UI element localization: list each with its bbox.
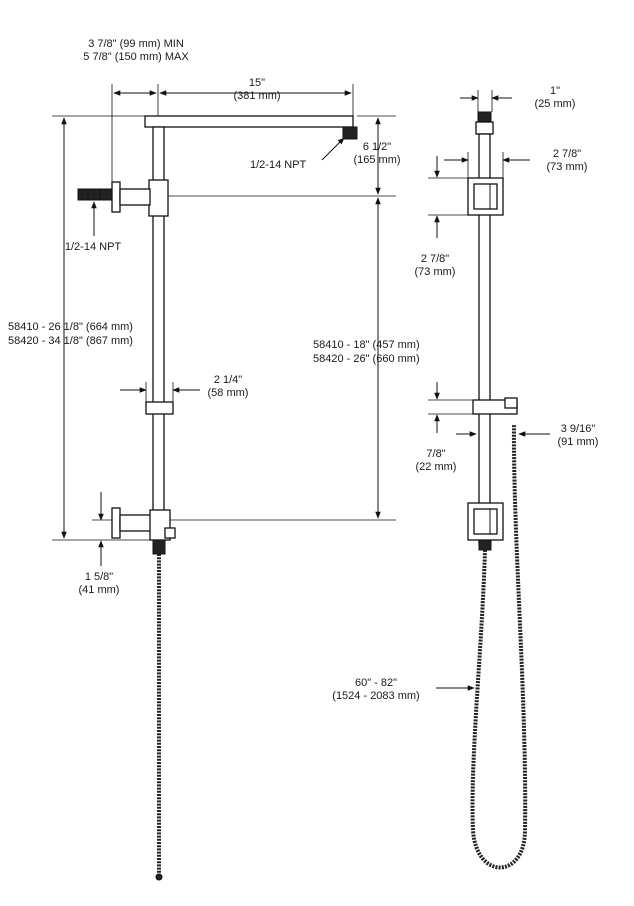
- side-lower-bracket-inner: [473, 508, 498, 535]
- hose-length-mm-label: (1524 - 2083 mm): [332, 690, 419, 702]
- drop-in-label: 6 1/2": [363, 141, 391, 153]
- holder-projection-in-label: 3 9/16": [561, 423, 596, 435]
- shower-arm: [144, 115, 354, 128]
- side-upper-bracket-inner: [473, 183, 498, 210]
- side-pipe-cap: [477, 111, 492, 123]
- upper-tee: [148, 179, 169, 217]
- side-pipe-collar: [475, 121, 494, 135]
- slider-width-in-label: 2 1/4": [214, 374, 242, 386]
- overall-height-58420-label: 58420 - 34 1/8" (867 mm): [8, 335, 133, 347]
- arm-offset-max-label: 5 7/8" (150 mm) MAX: [83, 51, 189, 63]
- slider-width-mm-label: (58 mm): [208, 387, 249, 399]
- holder-height-in-label: 7/8": [426, 448, 445, 460]
- holder-projection-mm-label: (91 mm): [558, 436, 599, 448]
- threaded-inlet: [77, 188, 113, 201]
- side-hose-nut: [478, 539, 492, 551]
- arm-offset-min-label: 3 7/8" (99 mm) MIN: [88, 38, 184, 50]
- bottom-offset-mm-label: (41 mm): [79, 584, 120, 596]
- side-holder-tip: [504, 397, 518, 409]
- arm-length-in-label: 15": [249, 77, 265, 89]
- showerhead-connector: [342, 126, 358, 140]
- arm-length-mm-label: (381 mm): [233, 90, 280, 102]
- diverter-outlet: [164, 527, 176, 539]
- holder-height-mm-label: (22 mm): [416, 461, 457, 473]
- drop-mm-label: (165 mm): [353, 154, 400, 166]
- pipe-dia-mm-label: (25 mm): [535, 98, 576, 110]
- bracket-width-in-label: 2 7/8": [553, 148, 581, 160]
- npt-top-label: 1/2-14 NPT: [250, 159, 307, 171]
- center-distance-58410-label: 58410 - 18" (457 mm): [313, 339, 420, 351]
- bottom-offset-in-label: 1 5/8": [85, 571, 113, 583]
- front-view: 3 7/8" (99 mm) MIN 5 7/8" (150 mm) MAX 1…: [8, 38, 420, 881]
- hose-length-in-label: 60" - 82": [355, 677, 397, 689]
- overall-height-58410-label: 58410 - 26 1/8" (664 mm): [8, 321, 133, 333]
- pipe-dia-in-label: 1": [550, 85, 560, 97]
- upper-wall-flange: [111, 181, 121, 213]
- center-distance-58420-label: 58420 - 26" (660 mm): [313, 353, 420, 365]
- bracket-height-mm-label: (73 mm): [415, 266, 456, 278]
- upper-arm-stub: [119, 188, 151, 206]
- side-view: 1" (25 mm) 2 7/8" (73 mm) 2 7/8" (73 mm)…: [332, 85, 599, 870]
- lower-arm-stub: [119, 514, 153, 532]
- bracket-width-mm-label: (73 mm): [547, 161, 588, 173]
- bracket-height-in-label: 2 7/8": [421, 253, 449, 265]
- lower-wall-flange: [111, 507, 121, 539]
- npt-inlet-label: 1/2-14 NPT: [65, 241, 122, 253]
- slider-clamp: [145, 401, 174, 415]
- hose-nut: [152, 539, 166, 555]
- side-hose: [470, 423, 528, 870]
